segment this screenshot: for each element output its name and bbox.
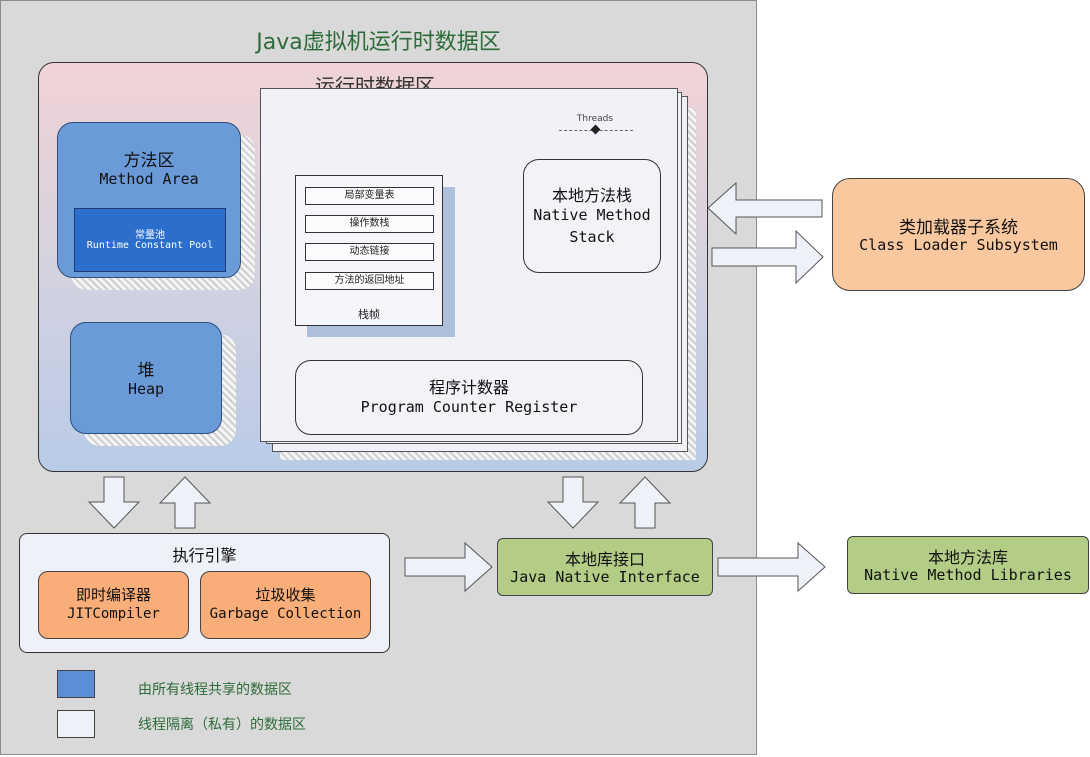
arrow-right-icon bbox=[711, 229, 824, 285]
jni-label-en: Java Native Interface bbox=[510, 568, 700, 586]
class-loader-label-zh: 类加载器子系统 bbox=[899, 218, 1018, 238]
java-native-interface bbox=[497, 538, 713, 596]
garbage-collection bbox=[200, 571, 371, 639]
method-area-label-zh: 方法区 bbox=[123, 151, 175, 171]
program-counter-register bbox=[295, 360, 643, 435]
heap-label-zh: 堆 bbox=[137, 361, 155, 381]
heap bbox=[70, 322, 222, 434]
program-counter-label-zh: 程序计数器 bbox=[428, 378, 509, 397]
program-counter-label-en: Program Counter Register bbox=[360, 398, 578, 416]
native-method-stack-label-zh: 本地方法栈 bbox=[551, 186, 632, 205]
garbage-collection-label-zh: 垃圾收集 bbox=[255, 586, 316, 604]
garbage-collection-label-en: Garbage Collection bbox=[209, 606, 362, 622]
method-area-label-en: Method Area bbox=[99, 170, 199, 188]
native-method-libraries bbox=[847, 536, 1089, 594]
constant-pool-label-en: Runtime Constant Pool bbox=[86, 240, 214, 251]
jvm-title: Java虚拟机运行时数据区 bbox=[256, 30, 501, 55]
stack-frame-item: 操作数栈 bbox=[305, 215, 434, 233]
jni-label-zh: 本地库接口 bbox=[564, 550, 645, 569]
constant-pool-label-zh: 常量池 bbox=[135, 230, 165, 241]
threads-label: Threads bbox=[576, 114, 614, 124]
native-method-stack bbox=[523, 159, 661, 273]
stack-frame-item: 局部变量表 bbox=[305, 187, 434, 205]
arrow-up-icon bbox=[618, 476, 672, 529]
arrow-left-icon bbox=[707, 181, 823, 236]
arrow-right-icon bbox=[404, 541, 493, 593]
legend-shared-swatch bbox=[57, 670, 95, 698]
jit-compiler-label-zh: 即时编译器 bbox=[75, 586, 151, 604]
arrow-down-icon bbox=[546, 476, 600, 529]
class-loader-subsystem bbox=[832, 178, 1085, 291]
class-loader-label-en: Class Loader Subsystem bbox=[859, 236, 1058, 254]
jit-compiler bbox=[38, 571, 189, 639]
native-libraries-label-zh: 本地方法库 bbox=[927, 548, 1008, 567]
arrow-right-icon bbox=[717, 541, 826, 593]
jit-compiler-label-en: JITCompiler bbox=[67, 606, 160, 622]
runtime-constant-pool bbox=[74, 208, 226, 272]
legend-shared-text: 由所有线程共享的数据区 bbox=[138, 682, 292, 698]
stack-frame-label: 栈帧 bbox=[358, 308, 380, 321]
legend-private-swatch bbox=[57, 710, 95, 738]
native-libraries-label-en: Native Method Libraries bbox=[864, 566, 1072, 584]
native-method-stack-label-en: Native Method bbox=[533, 206, 651, 224]
execution-engine-title: 执行引擎 bbox=[172, 546, 237, 565]
stack-frame-item: 方法的返回地址 bbox=[305, 272, 434, 290]
arrow-down-icon bbox=[87, 476, 141, 529]
heap-label-en: Heap bbox=[127, 380, 165, 398]
native-method-stack-label-en-2: Stack bbox=[569, 228, 615, 246]
arrow-up-icon bbox=[158, 476, 212, 529]
legend-private-text: 线程隔离（私有）的数据区 bbox=[138, 717, 306, 733]
stack-frame-item: 动态链接 bbox=[305, 243, 434, 261]
